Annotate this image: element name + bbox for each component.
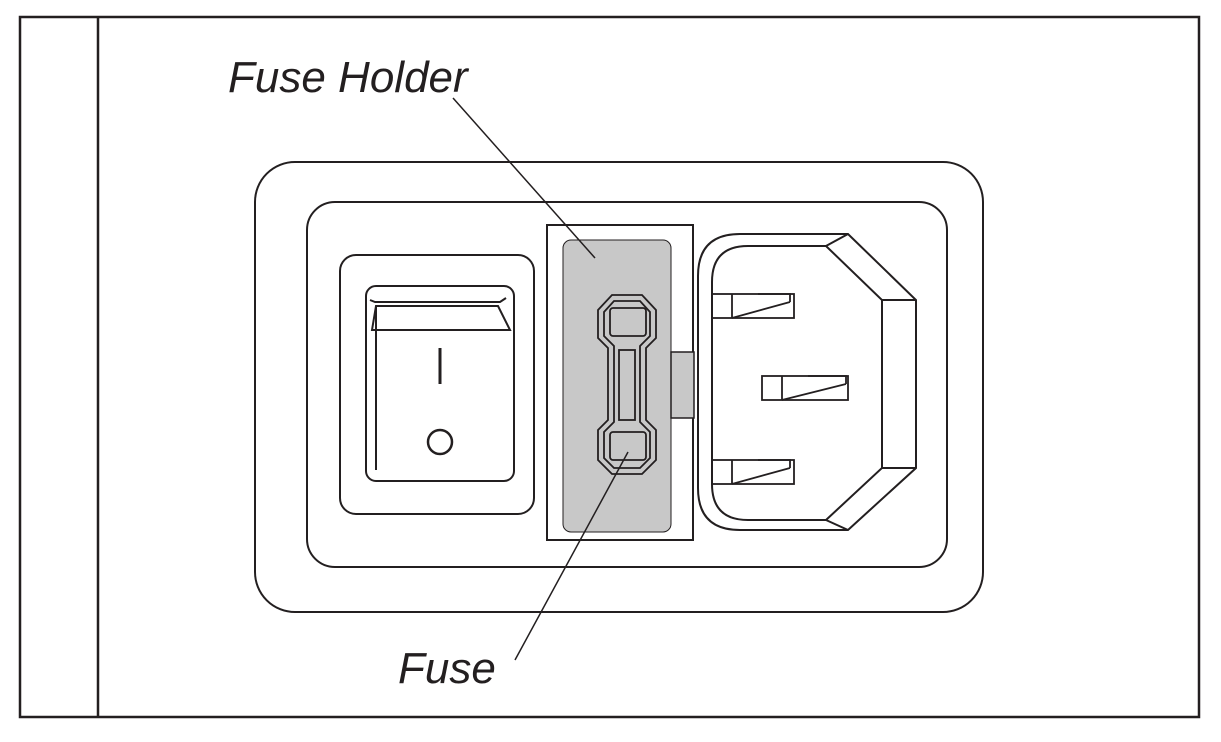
fuse-holder-label: Fuse Holder [228, 53, 470, 102]
inlet-outer-shell [697, 233, 917, 531]
switch-off-symbol [426, 428, 454, 456]
rocker-switch [339, 254, 535, 515]
fuse-top-cap [609, 307, 647, 337]
fuse-bottom-cap [609, 431, 647, 461]
inlet-pin-top [711, 293, 795, 319]
panel-frame [18, 15, 1201, 719]
fuse-cartridge [597, 294, 657, 475]
fuse-leader-line [514, 451, 629, 661]
fuse-label: Fuse [398, 644, 496, 693]
iec-power-inlet [697, 233, 917, 531]
fuse-holder-drawer [562, 239, 672, 533]
switch-bezel [339, 254, 535, 515]
inlet-bevel-bottom [825, 519, 849, 531]
module-inner-bezel [306, 201, 948, 568]
switch-rocker-top-face [369, 297, 507, 303]
switch-rocker [365, 285, 515, 482]
fuse-holder-tab [670, 351, 695, 419]
fuse-holder [546, 224, 695, 541]
fuse-outline-inner [603, 300, 651, 469]
inlet-pin-middle [761, 375, 849, 401]
module-housing [254, 161, 984, 613]
fuse-body [618, 349, 636, 421]
inlet-inner-shell [711, 245, 883, 521]
switch-rocker-ridge [370, 305, 512, 331]
callout-lines [452, 97, 629, 661]
inlet-bevel-top [825, 233, 849, 247]
fuse-holder-leader-line [452, 97, 596, 259]
fuse-outline [597, 294, 657, 475]
panel-border [18, 15, 1201, 719]
module-outer-bezel [254, 161, 984, 613]
inlet-pin-bottom [711, 459, 795, 485]
